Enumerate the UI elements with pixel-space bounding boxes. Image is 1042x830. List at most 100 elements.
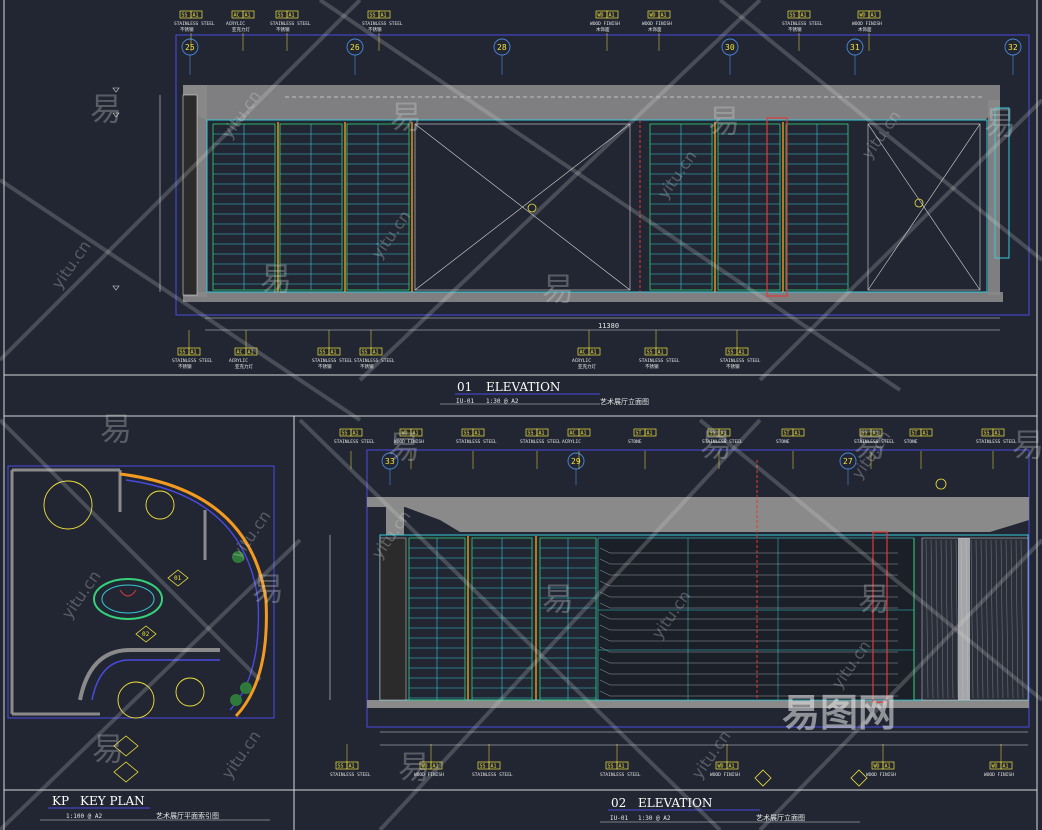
callout-ref: A1 [331, 350, 337, 356]
elevation-01-title-block: 01 IU-01 ELEVATION 1:30 @ A2 艺术展厅立面图 [440, 380, 649, 406]
callout-ref: A1 [995, 431, 1001, 437]
grid-axis-28: 28 [493, 38, 511, 75]
svg-text:28: 28 [497, 43, 507, 52]
watermark-char: 易 [92, 730, 124, 768]
callout-code: WD [992, 764, 998, 770]
callout-sub: 木饰面 [858, 26, 872, 33]
watermark-char: 易 [1012, 426, 1042, 464]
callout-code: SS [362, 350, 368, 356]
elevation-02-title-block: 02 IU-01 ELEVATION 1:30 @ A2 艺术展厅立面图 [600, 796, 860, 823]
grid-axis-25: 25 [181, 38, 199, 75]
callout-sub: 亚克力灯 [235, 363, 253, 370]
callout-code: SS [342, 431, 348, 437]
callout-ref: A1 [661, 13, 667, 19]
callout-label: STAINLESS STEEL [174, 21, 215, 27]
svg-text:31: 31 [850, 43, 860, 52]
callout-sub: 不锈钢 [788, 26, 802, 33]
callout-label: STAINLESS STEEL [854, 439, 895, 445]
key-plan-marker-02: 02 [135, 625, 157, 643]
callout-ref: A1 [413, 431, 419, 437]
callout-code: SS [647, 350, 653, 356]
callout-label: STAINLESS STEEL [520, 439, 561, 445]
callout-code: SS [790, 13, 796, 19]
callout-label: STAINLESS STEEL [456, 439, 497, 445]
elevation-02-ref: IU-01 [610, 815, 628, 822]
callout-label: STAINLESS STEEL [172, 358, 213, 364]
callout-label: STAINLESS STEEL [334, 439, 375, 445]
callout-sub: 木饰面 [596, 26, 610, 33]
callout-ref: A1 [475, 431, 481, 437]
svg-text:25: 25 [185, 43, 195, 52]
grid-axis-33: 33 [381, 452, 399, 485]
watermark-char: 易 [252, 570, 284, 608]
cabinet-shelves [213, 124, 848, 290]
watermark-url: yitu.cn [48, 237, 95, 292]
key-plan-drawing: 01 02 [7, 465, 275, 783]
callout-code: AC [234, 13, 240, 19]
watermark-logo: 易图网 [782, 691, 896, 735]
callout-label: ACRYLIC [562, 439, 581, 445]
callout-code: WD [718, 764, 724, 770]
callout-label: STAINLESS STEEL [354, 358, 395, 364]
callout-code: WD [422, 764, 428, 770]
callout-code: SS [728, 350, 734, 356]
callout-label: WOOD FINISH [414, 772, 444, 778]
callout-code: SS [528, 431, 534, 437]
sheet-frame [3, 0, 1038, 830]
callout-code: ST [912, 431, 918, 437]
callout-label: STAINLESS STEEL [639, 358, 680, 364]
watermark-char: 易 [858, 580, 890, 618]
elevation-01-ref: IU-01 [456, 398, 474, 405]
svg-text:32: 32 [1008, 43, 1018, 52]
svg-text:29: 29 [571, 457, 581, 466]
key-plan-badge: KP [52, 794, 69, 808]
watermark-char: 易 [700, 426, 732, 464]
watermark-char: 易 [708, 102, 740, 140]
callout-ref: A1 [885, 764, 891, 770]
callout-ref: A1 [739, 350, 745, 356]
watermark-char: 易 [542, 580, 574, 618]
grid-axis-31: 31 [846, 38, 864, 75]
key-plan-index-marker [113, 735, 139, 783]
grid-axis-29: 29 [567, 452, 585, 485]
elevation-01-number: 01 [457, 380, 472, 394]
callout-label: ACRYLIC [226, 21, 245, 27]
elevation-01-scale: 1:30 @ A2 [486, 398, 519, 405]
grid-axis-26: 26 [346, 38, 364, 75]
callout-code: AC [580, 350, 586, 356]
callout-label: ACRYLIC [229, 358, 248, 364]
callout-ref: A1 [619, 764, 625, 770]
callout-ref: A1 [609, 13, 615, 19]
callout-label: STAINLESS STEEL [782, 21, 823, 27]
callout-ref: A1 [539, 431, 545, 437]
callout-ref: A1 [191, 350, 197, 356]
callout-code: AC [237, 350, 243, 356]
callout-ref: A1 [491, 764, 497, 770]
callout-label: STONE [904, 439, 918, 445]
callout-label: STAINLESS STEEL [976, 439, 1017, 445]
callout-code: SS [710, 431, 716, 437]
callout-label: STAINLESS STEEL [472, 772, 513, 778]
callout-code: SS [180, 350, 186, 356]
wood-grain-texture [925, 539, 1024, 699]
callout-label: WOOD FINISH [642, 21, 672, 27]
key-plan-marker-01: 01 [167, 569, 189, 587]
callout-ref: A1 [245, 13, 251, 19]
elevation-02-scale: 1:30 @ A2 [638, 815, 671, 822]
